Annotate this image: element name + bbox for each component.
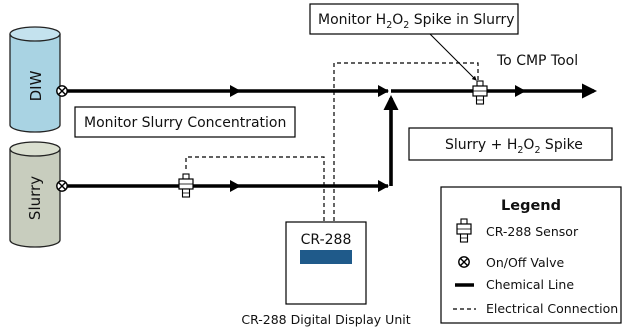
callout-text: Monitor H2O2 Spike in Slurry xyxy=(318,12,515,31)
diw-valve-icon xyxy=(56,85,68,97)
chemical-lines xyxy=(67,83,598,188)
legend: Legend CR-288 Sensor On/Off Valve Chemic… xyxy=(440,186,622,324)
legend-title: Legend xyxy=(501,198,561,214)
callout-mix: Slurry + H2O2 Spike xyxy=(408,127,613,161)
electrical-connections xyxy=(185,62,479,222)
display-unit-caption: CR-288 Digital Display Unit xyxy=(241,312,410,327)
slurry-tank: Slurry xyxy=(9,141,61,248)
electrical-line-slurry-sensor xyxy=(185,156,325,222)
display-unit-model: CR-288 xyxy=(301,232,352,248)
concentration-callout-box xyxy=(74,106,296,138)
flow-arrow xyxy=(378,180,389,192)
callout-h2o2-spike: Monitor H2O2 Spike in Slurry xyxy=(309,3,519,81)
legend-chemical-label: Chemical Line xyxy=(486,277,574,292)
legend-sensor-label: CR-288 Sensor xyxy=(486,224,579,239)
diw-tank: DIW xyxy=(9,26,61,133)
flow-arrow xyxy=(230,85,241,97)
legend-electrical-label: Electrical Connection xyxy=(486,301,618,316)
diw-tank-body xyxy=(9,34,61,133)
slurry-tank-body xyxy=(9,149,61,248)
legend-valve-icon xyxy=(458,256,470,268)
diw-tank-top xyxy=(9,26,61,42)
electrical-line-mix-sensor xyxy=(333,62,479,222)
mix-callout-text: Slurry + H2O2 Spike xyxy=(445,137,583,156)
flow-arrow xyxy=(515,85,526,97)
slurry-sensor-icon xyxy=(178,173,194,198)
flow-arrow xyxy=(378,85,389,97)
flow-arrows xyxy=(230,85,526,192)
display-screen xyxy=(300,250,352,264)
callout-box xyxy=(309,3,519,35)
slurry-tank-top xyxy=(9,141,61,157)
flow-arrow xyxy=(230,180,241,192)
legend-box xyxy=(440,186,622,324)
diw-label: DIW xyxy=(27,70,45,101)
mix-sensor-icon xyxy=(472,80,488,105)
mix-callout-box xyxy=(408,127,613,161)
slurry-label: Slurry xyxy=(26,176,44,220)
legend-valve-label: On/Off Valve xyxy=(486,255,565,270)
slurry-valve-icon xyxy=(56,180,68,192)
display-unit: CR-288 CR-288 Digital Display Unit xyxy=(241,221,411,327)
to-cmp-tool-label: To CMP Tool xyxy=(496,53,578,69)
callout-pointer xyxy=(429,33,477,81)
concentration-callout-text: Monitor Slurry Concentration xyxy=(84,115,286,131)
